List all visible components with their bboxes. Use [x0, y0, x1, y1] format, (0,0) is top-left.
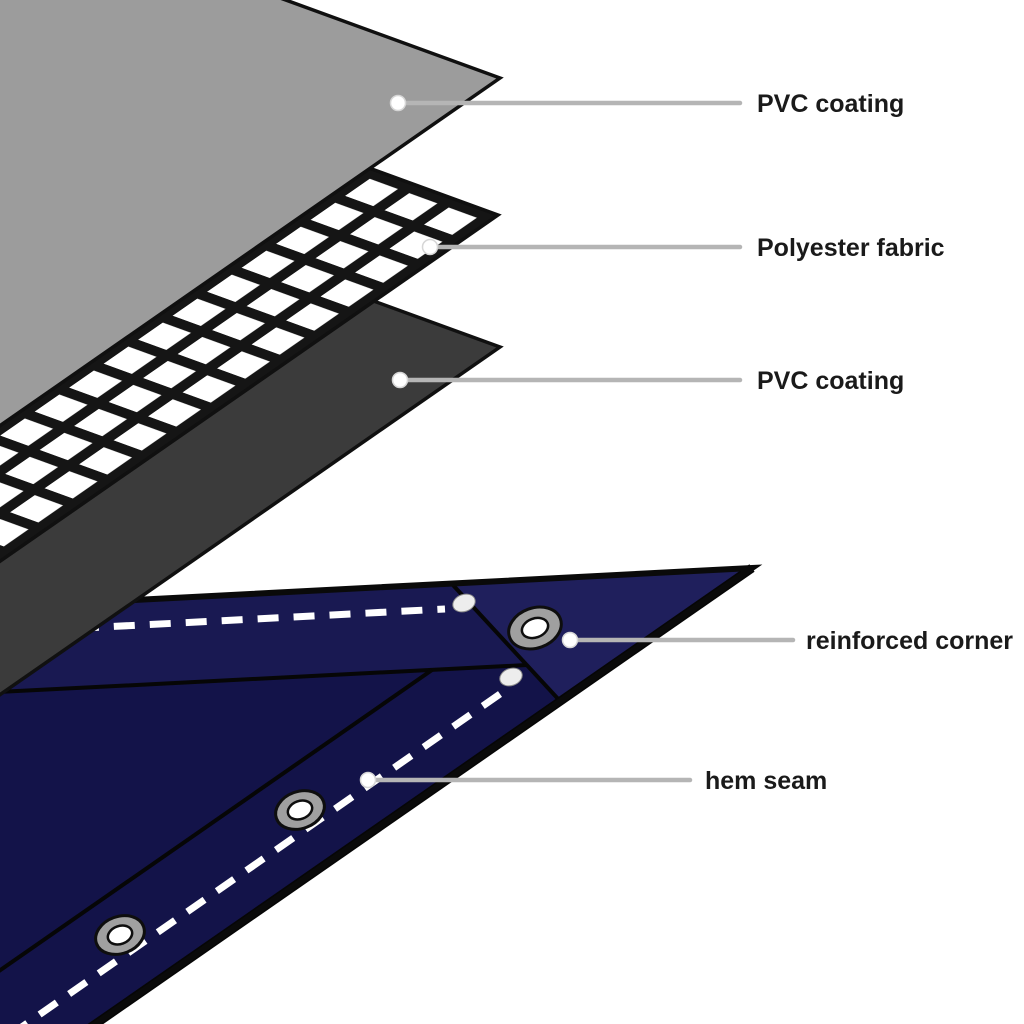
grommet-hole — [520, 616, 550, 640]
callout-hem-seam: hem seam — [359, 767, 827, 795]
callout-pvc-bottom: PVC coating — [391, 367, 904, 395]
tarp-top-hem-band — [0, 584, 527, 692]
corner-grommet-icon — [507, 605, 563, 651]
leader-dot — [561, 631, 579, 649]
callout-label-pvc-bottom: PVC coating — [757, 367, 904, 395]
side-hem-seam-line — [0, 668, 434, 973]
callout-polyester-fabric: Polyester fabric — [421, 234, 945, 262]
leader-dot — [389, 94, 407, 112]
rivet-dot — [452, 593, 476, 613]
callout-reinforced-corner: reinforced corner — [561, 627, 1013, 655]
callout-label-pvc-top: PVC coating — [757, 90, 904, 118]
grommet-hole — [106, 924, 134, 946]
grommet-icon — [274, 789, 326, 831]
leader-dot — [421, 238, 439, 256]
leader-dot — [359, 771, 377, 789]
callout-label-polyester-fabric: Polyester fabric — [757, 234, 945, 262]
tarp-outline — [0, 564, 763, 1024]
callout-pvc-top: PVC coating — [389, 90, 904, 118]
grommet-icon — [94, 914, 146, 956]
pvc-top-layer-sheet — [0, 0, 504, 428]
tarp-reinforced-corner-patch — [452, 568, 752, 701]
callout-label-reinforced-corner: reinforced corner — [806, 627, 1013, 655]
grommet-hole — [286, 799, 314, 821]
tarp-layer — [0, 564, 763, 1024]
rivet-dot — [499, 667, 523, 687]
leader-dot — [391, 371, 409, 389]
callout-label-hem-seam: hem seam — [705, 767, 827, 795]
